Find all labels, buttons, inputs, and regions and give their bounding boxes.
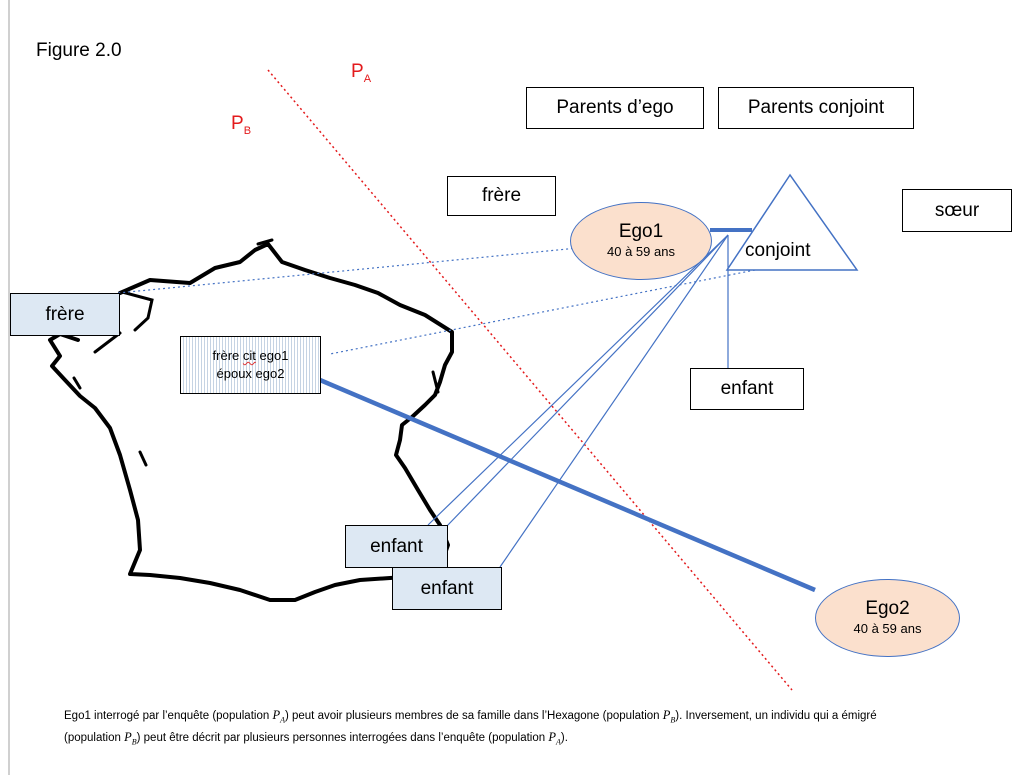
conjoint-label: conjoint <box>745 240 811 261</box>
caption-pb-2: PB <box>124 729 137 747</box>
enfant-box-1: enfant <box>345 525 448 568</box>
figure-caption: Ego1 interrogé par l’enquête (population… <box>64 707 904 750</box>
frere-cit-line-1: frère cit ego1 <box>213 347 289 365</box>
caption-part-5: ). <box>560 731 568 744</box>
ego2-node: Ego2 40 à 59 ans <box>815 579 960 657</box>
link-couple-enfant-1 <box>427 234 729 526</box>
frere-cit-word: frère <box>212 348 240 363</box>
france-map-inland-mark <box>72 238 440 467</box>
parents-ego-box: Parents d’ego <box>526 87 704 129</box>
caption-pb-1: PB <box>662 708 676 725</box>
ego1-age: 40 à 59 ans <box>607 244 675 259</box>
link-couple-enfant-2 <box>499 234 729 568</box>
parents-conjoint-box: Parents conjoint <box>718 87 914 129</box>
france-map-coast-detail <box>93 290 154 354</box>
link-frere-ego2 <box>319 377 816 593</box>
population-a-letter: P <box>351 61 364 82</box>
caption-part-3: ). Inversement, un individu qui a émigré… <box>64 710 877 744</box>
ego2-age: 40 à 59 ans <box>853 621 922 636</box>
ego2-name: Ego2 <box>865 598 910 619</box>
frere-cit-rest: ego1 <box>259 348 289 363</box>
frere-top-box: frère <box>447 176 556 216</box>
frere-cit-ego1-box: frère cit ego1 époux ego2 <box>180 336 321 394</box>
soeur-box: sœur <box>902 189 1012 232</box>
population-a-label: PA <box>351 61 371 85</box>
ego1-name: Ego1 <box>618 221 664 242</box>
population-b-label: PB <box>231 113 251 137</box>
caption-part-2: ) peut avoir plusieurs membres de sa fam… <box>284 710 663 722</box>
caption-pa-2: PA <box>548 729 561 747</box>
link-ego1-frere <box>117 246 589 294</box>
population-b-letter: P <box>231 113 244 134</box>
caption-part-1: Ego1 interrogé par l’enquête (population <box>64 710 273 722</box>
frere-left-box: frère <box>10 293 120 336</box>
link-conjoint-frere-cit <box>329 269 756 355</box>
population-b-sub: B <box>243 124 252 137</box>
link-couple-enfant-1b <box>445 234 729 528</box>
conjoint-triangle <box>725 173 859 271</box>
figure-title: Figure 2.0 <box>36 40 122 61</box>
page-margin-rule <box>8 0 10 775</box>
caption-part-4: ) peut être décrit par plusieurs personn… <box>136 731 549 744</box>
population-boundary-line <box>267 69 793 691</box>
frere-cit-underlined: cit <box>242 348 256 363</box>
enfant-right-box: enfant <box>690 368 804 410</box>
enfant-box-2: enfant <box>392 567 502 610</box>
population-a-sub: A <box>363 72 372 85</box>
ego1-node: Ego1 40 à 59 ans <box>570 202 712 280</box>
caption-pa-1: PA <box>272 708 285 725</box>
frere-cit-line-2: époux ego2 <box>216 366 285 381</box>
